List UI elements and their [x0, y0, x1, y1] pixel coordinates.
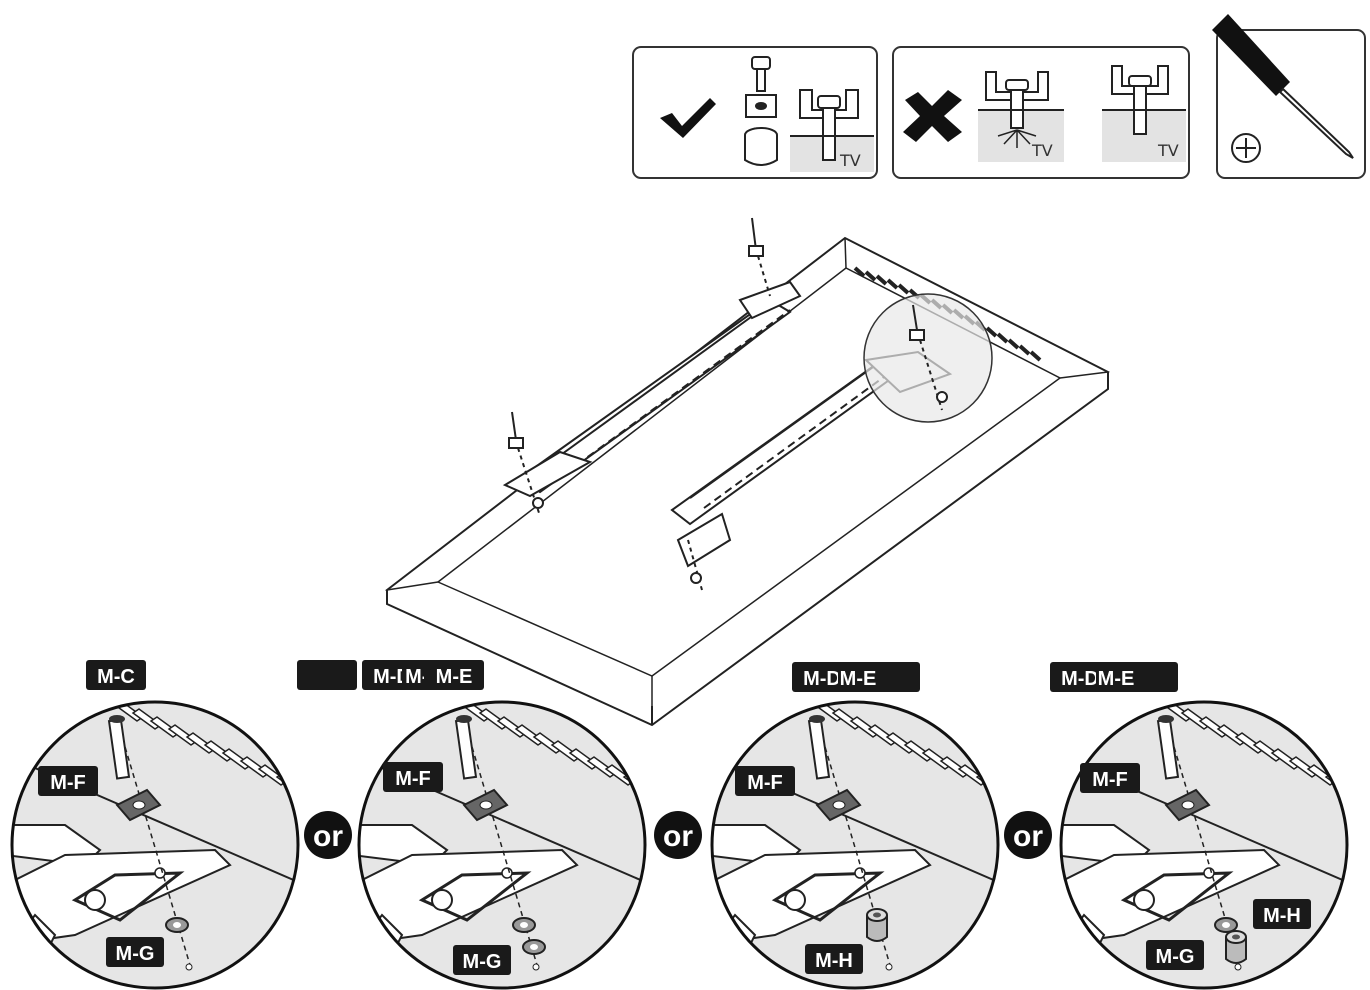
- step-4-bottom-label-1: M-G: [1156, 946, 1195, 968]
- detail-highlight: [863, 293, 993, 423]
- tv-label: TV: [1031, 141, 1053, 160]
- step-2: M-D M-C M-E M-F M-G: [297, 660, 511, 975]
- step-4-top-label-2: M-E: [1098, 668, 1135, 690]
- step-1: M-C M-F M-G: [38, 660, 164, 967]
- step-4-side-label: M-F: [1092, 769, 1128, 791]
- step-4-bottom-label-2: M-H: [1263, 905, 1301, 927]
- step-1-side-label: M-F: [50, 772, 86, 794]
- tv-label: TV: [839, 151, 861, 170]
- tool-panel: [1212, 14, 1366, 179]
- step-2-bottom-label-1: M-G: [463, 951, 502, 973]
- screws: [508, 217, 948, 591]
- detail-circle-2: [357, 700, 647, 990]
- or-connector-2: or: [654, 811, 702, 859]
- step-4: M-D M-E M-F M-G M-H: [1050, 662, 1311, 970]
- check-icon: [660, 98, 716, 138]
- phillips-screwdriver-icon: [1212, 14, 1354, 159]
- svg-text:or: or: [313, 820, 343, 853]
- tv-back: [385, 217, 1110, 727]
- incorrect-usage-panel: TV TV: [892, 46, 1190, 179]
- detail-circle-1: [10, 700, 300, 990]
- step-1-bottom-label-1: M-G: [116, 943, 155, 965]
- detail-circle-4: [1059, 700, 1349, 990]
- detail-circle-3: [710, 700, 1000, 990]
- step-3-top-label-2: M-E: [840, 668, 877, 690]
- or-connector-1: or: [304, 811, 352, 859]
- step-2-top-label-4: M-E: [436, 666, 473, 688]
- bracket-screw-correct-icon: [790, 89, 874, 161]
- svg-text:or: or: [663, 820, 693, 853]
- step-4-top-label-1: M-D: [1061, 668, 1099, 690]
- screw-washer-spacer-icon: [744, 56, 778, 166]
- step-3: M-D M-E M-F M-H: [735, 662, 920, 974]
- tv-label: TV: [1157, 141, 1179, 160]
- screw-too-long-icon: [978, 71, 1064, 148]
- step-2-side-label: M-F: [395, 768, 431, 790]
- phillips-plus-icon: [1231, 133, 1261, 163]
- cross-icon: [903, 90, 962, 142]
- screw-too-short-icon: [1102, 65, 1186, 135]
- mounting-bracket-left: [502, 280, 802, 498]
- or-connector-3: or: [1004, 811, 1052, 859]
- step-3-side-label: M-F: [747, 772, 783, 794]
- correct-usage-panel: TV: [632, 46, 878, 179]
- step-2-top-label-2: M-D: [373, 666, 411, 688]
- step-3-top-label-1: M-D: [803, 668, 841, 690]
- step-3-bottom-label-1: M-H: [815, 950, 853, 972]
- step-1-top-label-1: M-C: [97, 666, 135, 688]
- svg-text:or: or: [1013, 820, 1043, 853]
